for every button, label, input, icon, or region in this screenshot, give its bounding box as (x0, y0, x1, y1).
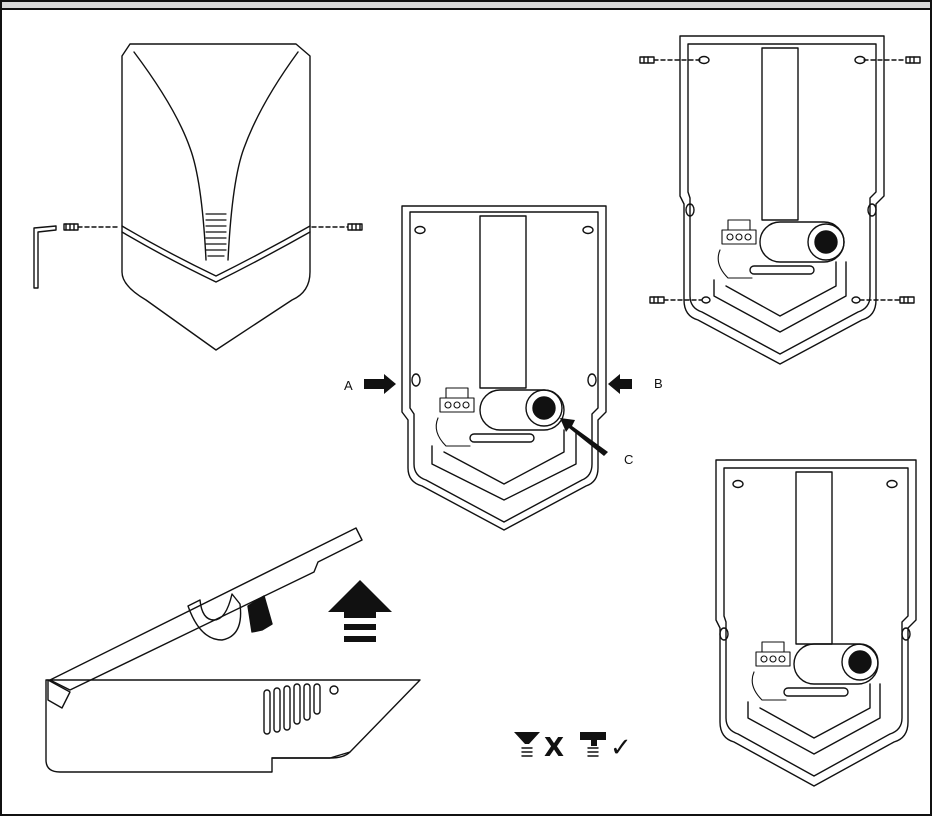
hex-key-icon (33, 225, 57, 289)
label-a: A (344, 378, 353, 393)
correct-mark: ✓ (610, 733, 632, 763)
flat-head-screw-icon (580, 732, 606, 757)
dryer-front-illustration (33, 43, 363, 351)
label-c: C (624, 452, 633, 467)
cover-vent-slots (263, 683, 339, 735)
left-side-screw-icon (63, 223, 121, 231)
backplate-center-illustration (401, 205, 607, 531)
arrow-a-icon (364, 374, 396, 394)
header-strip (0, 0, 932, 10)
backplate-mounting-screws-illustration (639, 35, 921, 365)
label-b: B (654, 376, 663, 391)
terminal-block-icon (435, 387, 475, 447)
mounting-screw-icon (649, 296, 703, 304)
arrow-c-icon (560, 418, 608, 456)
mounting-screw-icon (863, 56, 921, 64)
wrong-mark: X (544, 733, 564, 763)
arrow-b-icon (608, 374, 632, 394)
dryer-vent-slots (205, 213, 227, 257)
right-side-screw-icon (311, 223, 363, 231)
screw-orientation-guide: X ✓ (514, 732, 632, 763)
mounting-screw-icon (639, 56, 701, 64)
lift-up-arrow-icon (328, 580, 392, 642)
countersunk-screw-icon (514, 732, 540, 757)
cover-lift-illustration (45, 527, 421, 773)
mounting-screw-icon (859, 296, 915, 304)
backplate-installed-illustration (715, 459, 917, 787)
